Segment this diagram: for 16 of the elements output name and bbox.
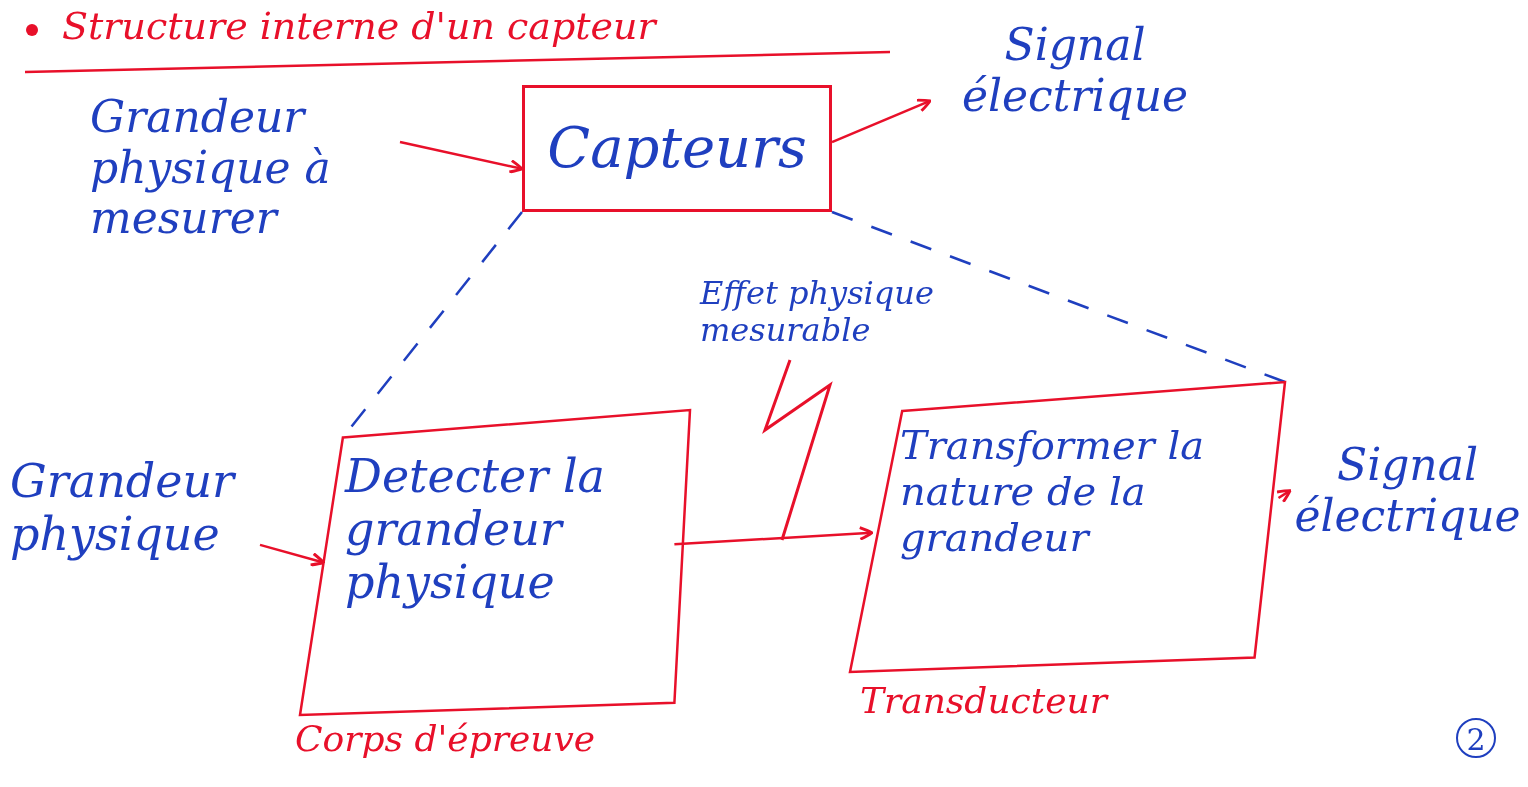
page-number: 2 bbox=[1456, 718, 1496, 758]
process-box bbox=[522, 85, 832, 212]
text-label: Grandeur physique à mesurer bbox=[90, 92, 400, 244]
text-label: Signal électrique bbox=[1290, 440, 1525, 542]
box-text: Transformer la nature de la grandeur bbox=[900, 422, 1206, 560]
annotation: Effet physique mesurable bbox=[700, 275, 935, 349]
text-label: Signal électrique bbox=[930, 20, 1220, 122]
box-text: Detecter la grandeur physique bbox=[345, 450, 607, 609]
node-label: Transducteur bbox=[860, 680, 1107, 721]
box-text: Capteurs bbox=[547, 116, 807, 181]
parallelogram-box bbox=[300, 410, 690, 715]
dashed-line bbox=[831, 210, 1286, 384]
title: Structure interne d'un capteur bbox=[62, 4, 656, 48]
node-label: Corps d'épreuve bbox=[295, 718, 596, 759]
text-label: Grandeur physique bbox=[10, 455, 260, 561]
parallelogram-box bbox=[850, 382, 1285, 672]
